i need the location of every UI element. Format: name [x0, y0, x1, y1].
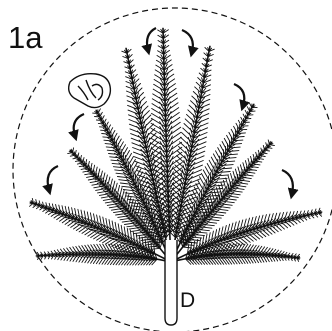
- curved-arrow-icon: [234, 84, 244, 106]
- step-label: 1a: [8, 20, 42, 56]
- curved-arrow-icon: [182, 30, 193, 52]
- hand-fluffing-icon: [69, 74, 111, 108]
- curved-arrow-icon: [147, 28, 156, 50]
- curved-arrow-icon: [74, 114, 84, 136]
- curved-arrow-icon: [48, 166, 58, 190]
- curved-arrow-icon: [282, 170, 293, 194]
- branch-group: [30, 28, 323, 265]
- stem-label: D: [180, 289, 195, 313]
- stem-pole: [165, 240, 177, 325]
